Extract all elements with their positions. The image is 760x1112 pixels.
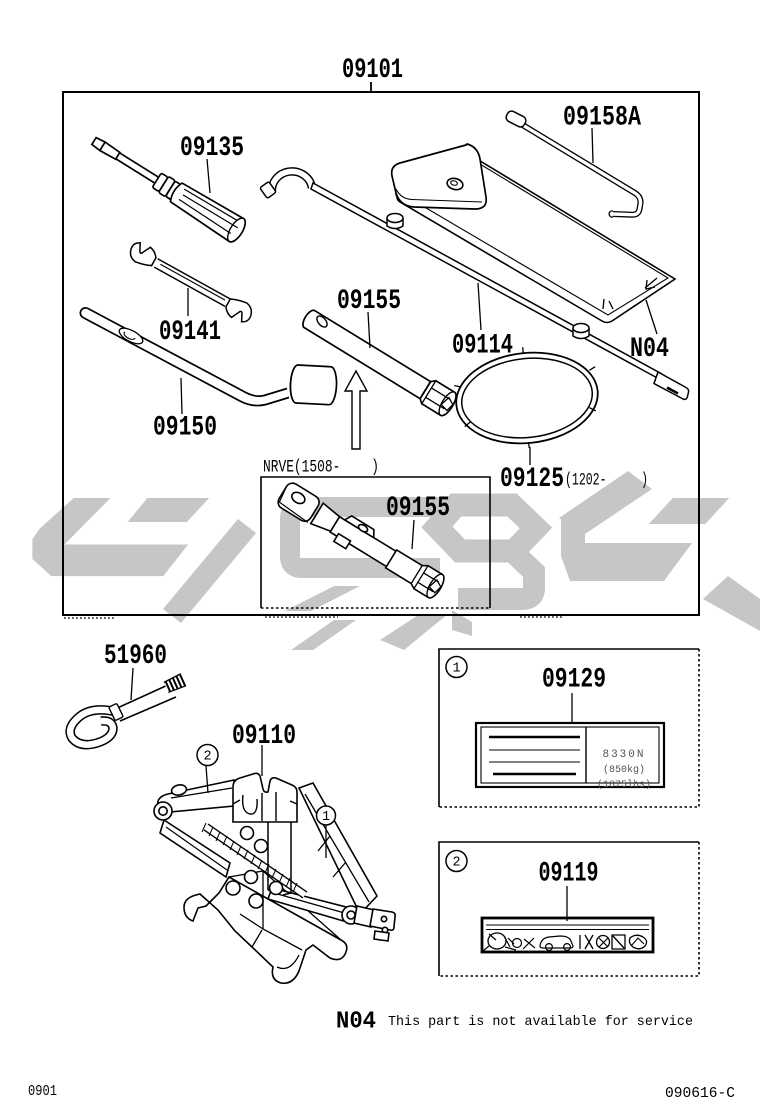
svg-text:09155: 09155 [337, 286, 401, 317]
svg-text:09110: 09110 [232, 721, 296, 752]
svg-text:09150: 09150 [153, 413, 217, 444]
svg-text:(850kg): (850kg) [603, 764, 645, 776]
svg-text:09155: 09155 [386, 493, 450, 524]
svg-text:09158A: 09158A [563, 103, 641, 134]
svg-text:2: 2 [452, 856, 460, 871]
svg-text:N04: N04 [336, 1009, 376, 1036]
svg-text:NRVE(1508- ): NRVE(1508- ) [263, 458, 379, 478]
svg-text:1: 1 [322, 810, 330, 825]
svg-text:1: 1 [452, 662, 460, 677]
svg-text:51960: 51960 [104, 641, 167, 672]
svg-text:(1875lbs): (1875lbs) [597, 779, 651, 791]
svg-text:09125: 09125 [500, 464, 564, 495]
svg-text:(1202- ): (1202- ) [565, 471, 648, 491]
svg-text:09114: 09114 [452, 331, 513, 362]
svg-text:This part is not available for: This part is not available for service [388, 1014, 693, 1030]
svg-text:N04: N04 [630, 334, 669, 365]
svg-text:0901: 0901 [28, 1084, 57, 1100]
svg-text:09141: 09141 [159, 317, 221, 348]
svg-text:2: 2 [203, 750, 211, 765]
svg-text:09135: 09135 [180, 133, 244, 164]
svg-text:09119: 09119 [539, 859, 599, 890]
svg-text:09129: 09129 [542, 665, 606, 696]
svg-text:090616-C: 090616-C [665, 1086, 735, 1102]
svg-text:09101: 09101 [342, 55, 403, 86]
svg-text:8330N: 8330N [602, 749, 645, 761]
